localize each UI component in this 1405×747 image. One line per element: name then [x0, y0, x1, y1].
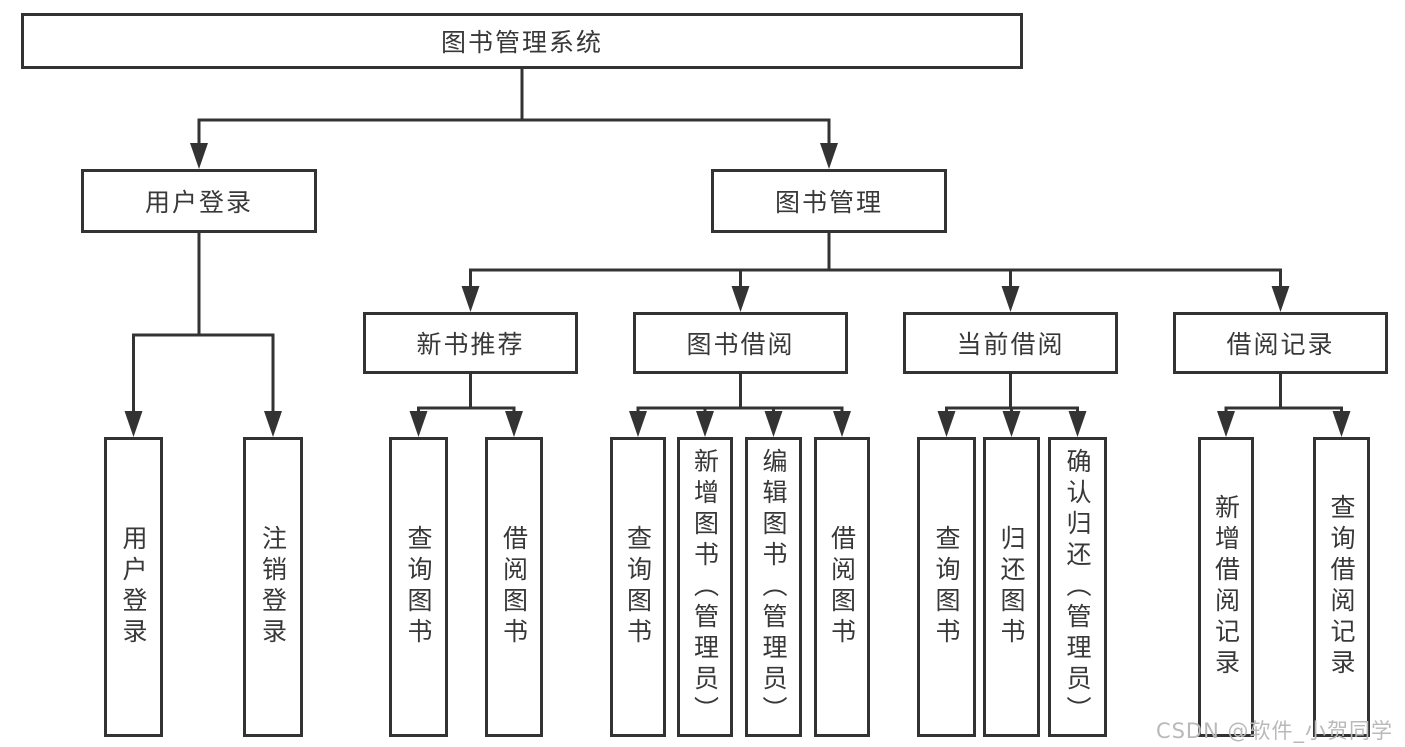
- node-book-borrow: 图书借阅: [633, 312, 848, 374]
- arrowhead-icon: [1217, 411, 1235, 437]
- arrowhead-icon: [264, 411, 282, 437]
- connector-borrow-records-children: [1224, 372, 1343, 416]
- arrowhead-icon: [820, 143, 838, 169]
- connector-current-borrow-children: [945, 372, 1079, 416]
- leaf-query-books-current: 查询图书: [917, 437, 976, 737]
- connector-user-login-children: [132, 231, 275, 417]
- arrowhead-icon: [764, 411, 783, 437]
- arrowhead-icon: [1068, 411, 1087, 437]
- leaf-user-login: 用户登录: [104, 437, 163, 737]
- leaf-confirm-return-admin: 确认归还（管理员）: [1048, 437, 1107, 737]
- node-new-book-recommend: 新书推荐: [363, 312, 578, 374]
- arrowhead-icon: [937, 411, 956, 437]
- leaf-query-borrow-record: 查询借阅记录: [1313, 437, 1370, 737]
- arrowhead-icon: [1001, 286, 1020, 312]
- arrowhead-icon: [190, 143, 208, 169]
- arrowhead-icon: [1332, 411, 1351, 437]
- leaf-borrow-books-borrow: 借阅图书: [814, 437, 870, 737]
- node-book-management: 图书管理: [711, 169, 947, 233]
- node-current-borrow: 当前借阅: [903, 312, 1118, 374]
- leaf-add-books-admin: 新增图书（管理员）: [677, 437, 733, 737]
- csdn-watermark: CSDN @软件_小贺同学: [1155, 719, 1393, 743]
- root-node-library-management-system: 图书管理系统: [21, 13, 1023, 69]
- connector-book-borrow-children: [636, 372, 844, 416]
- arrowhead-icon: [833, 411, 851, 437]
- arrowhead-icon: [124, 411, 143, 437]
- arrowhead-icon: [1002, 411, 1021, 437]
- leaf-borrow-books-recommend: 借阅图书: [485, 437, 543, 737]
- arrowhead-icon: [1271, 286, 1290, 312]
- leaf-add-borrow-record: 新增借阅记录: [1198, 437, 1254, 737]
- leaf-return-books: 归还图书: [983, 437, 1040, 737]
- leaf-edit-books-admin: 编辑图书（管理员）: [745, 437, 802, 737]
- arrowhead-icon: [409, 411, 428, 437]
- arrowhead-icon: [461, 286, 480, 312]
- node-borrow-records: 借阅记录: [1173, 312, 1388, 374]
- leaf-query-books-recommend: 查询图书: [389, 437, 448, 737]
- arrowhead-icon: [629, 411, 647, 437]
- connector-new-book-recommend-children: [417, 372, 516, 416]
- connector-book-management-children: [469, 231, 1282, 291]
- arrowhead-icon: [505, 411, 523, 437]
- arrowhead-icon: [731, 286, 750, 312]
- arrowhead-icon: [696, 411, 714, 437]
- leaf-logout: 注销登录: [243, 437, 303, 737]
- leaf-query-books-borrow: 查询图书: [610, 437, 666, 737]
- node-user-login: 用户登录: [81, 169, 317, 233]
- connector-root-to-level2: [197, 67, 831, 148]
